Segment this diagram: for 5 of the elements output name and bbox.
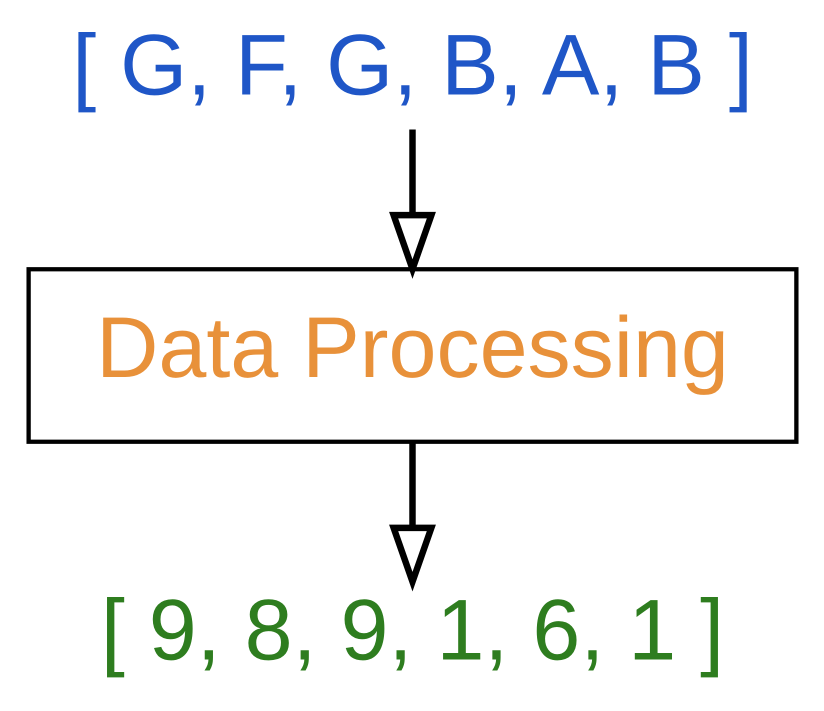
arrow	[388, 129, 436, 279]
node-text: [ 9, 8, 9, 1, 6, 1 ]	[100, 582, 724, 679]
node-text: [ G, F, G, B, A, B ]	[72, 18, 752, 114]
node-box: Data Processing	[26, 267, 798, 444]
arrow	[388, 442, 436, 592]
